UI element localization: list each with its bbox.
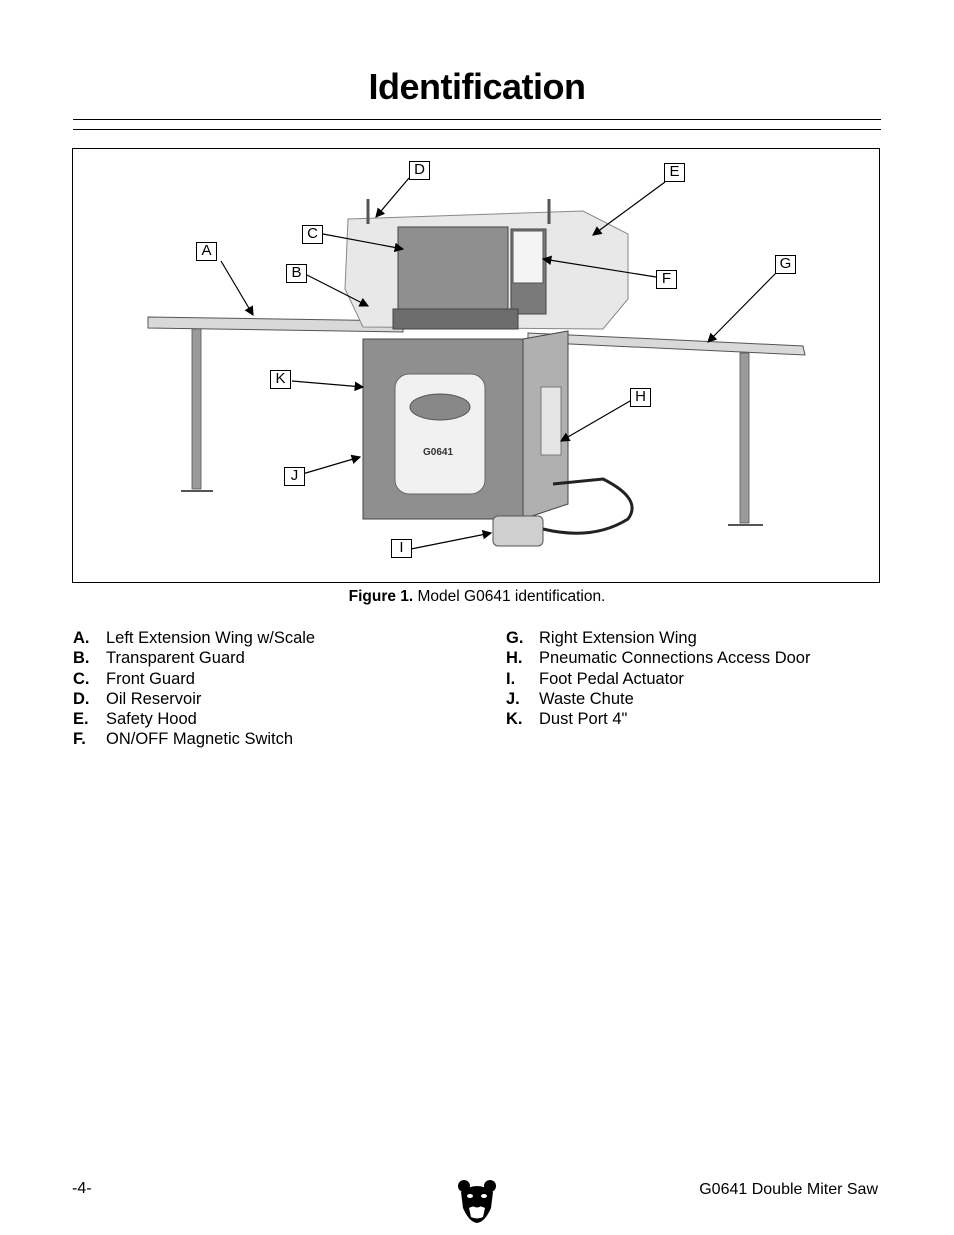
callout-j: J xyxy=(284,467,305,486)
list-item: F.ON/OFF Magnetic Switch xyxy=(73,730,294,749)
page-title: Identification xyxy=(368,66,587,107)
list-item: H.Pneumatic Connections Access Door xyxy=(506,649,811,668)
page-number: -4- xyxy=(72,1180,92,1197)
transparent-guard xyxy=(392,308,519,330)
callout-k: K xyxy=(270,370,291,389)
machine-plate: G0641 xyxy=(423,447,453,458)
figure-caption-label: Figure 1. xyxy=(348,588,414,605)
callout-d: D xyxy=(409,161,430,180)
callout-b: B xyxy=(286,264,307,283)
list-item: G.Right Extension Wing xyxy=(506,629,697,647)
callout-e: E xyxy=(664,163,685,182)
callout-i: I xyxy=(391,539,412,558)
list-item: J.Waste Chute xyxy=(506,689,634,708)
figure-caption-text: Model G0641 identification. xyxy=(413,588,606,605)
list-item: B.Transparent Guard xyxy=(73,649,245,668)
callout-c: C xyxy=(302,225,323,244)
header-rule-bottom xyxy=(73,129,881,130)
callout-a: A xyxy=(196,242,217,261)
callout-g: G xyxy=(775,255,796,274)
front-guard xyxy=(397,226,509,310)
magnetic-switch xyxy=(512,230,544,284)
parts-list-left: A.Left Extension Wing w/Scale B.Transpar… xyxy=(73,628,315,750)
figure-frame: G0641 A B C D E F G H I J K xyxy=(72,148,880,583)
callout-f: F xyxy=(656,270,677,289)
list-item: D.Oil Reservoir xyxy=(73,689,202,708)
footer-model: G0641 Double Miter Saw xyxy=(699,1181,878,1198)
header-rule-top xyxy=(73,119,881,120)
miter-saw-illustration: G0641 xyxy=(147,177,806,550)
callout-h: H xyxy=(630,388,651,407)
foot-pedal xyxy=(492,515,544,547)
list-item: A.Left Extension Wing w/Scale xyxy=(73,629,316,647)
left-extension-wing xyxy=(147,316,404,333)
list-item: C.Front Guard xyxy=(73,669,195,688)
figure-caption: Figure 1. Model G0641 identification. xyxy=(0,588,954,606)
list-item: E.Safety Hood xyxy=(73,710,197,729)
list-item: K.Dust Port 4" xyxy=(506,710,628,729)
bear-logo-icon xyxy=(458,1180,496,1223)
right-extension-wing xyxy=(527,332,806,356)
list-item: I.Foot Pedal Actuator xyxy=(506,669,684,688)
parts-list-right: G.Right Extension Wing H.Pneumatic Conne… xyxy=(506,628,810,729)
